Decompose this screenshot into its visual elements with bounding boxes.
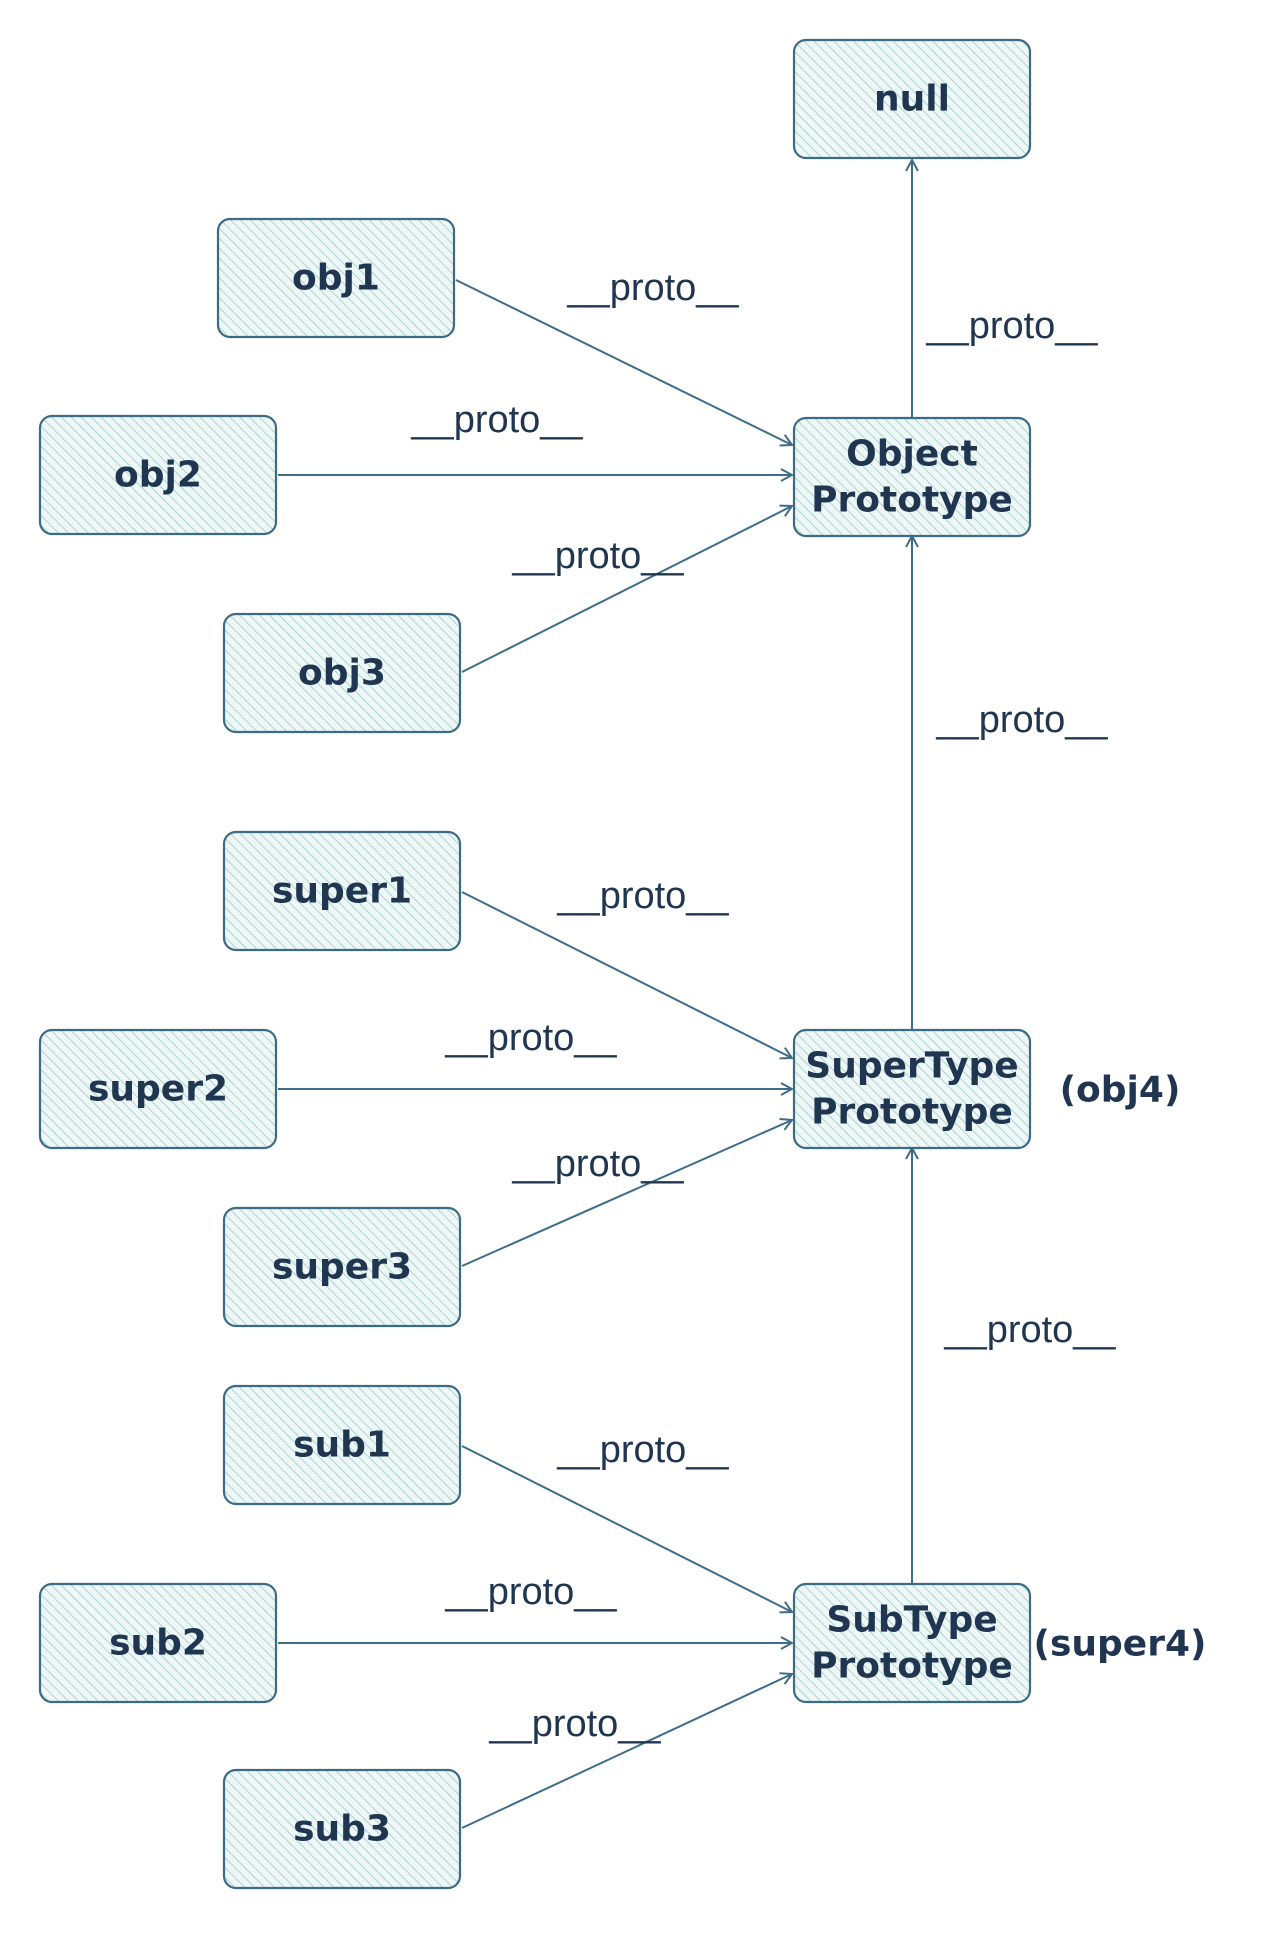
node-box	[222, 1768, 462, 1890]
edge-super2-to-supertype-prototype: __proto__	[278, 1017, 792, 1089]
node-label: super2	[88, 1069, 228, 1110]
edge-label: __proto__	[935, 699, 1108, 741]
node-box	[38, 1028, 278, 1150]
edge-label: __proto__	[511, 535, 684, 577]
node-obj3: obj3	[222, 612, 462, 734]
node-sub2: sub2	[38, 1582, 278, 1704]
edge-arrow	[461, 1120, 792, 1267]
node-label: super3	[272, 1247, 412, 1288]
edge-label: __proto__	[556, 1429, 729, 1471]
edge-arrow	[461, 1674, 792, 1829]
annotation-subtype-prototype: (super4)	[1034, 1624, 1207, 1665]
edge-label: __proto__	[444, 1017, 617, 1059]
edges-layer: __proto__ __proto__ __proto__ __proto__ __pr…	[278, 160, 1116, 1829]
node-label: null	[874, 79, 950, 120]
edge-super1-to-supertype-prototype: __proto__	[461, 875, 792, 1058]
edge-obj2-to-object-prototype: __proto__	[278, 399, 792, 475]
edge-label: __proto__	[444, 1571, 617, 1613]
node-label: Prototype	[811, 1092, 1013, 1133]
node-label: sub3	[293, 1809, 391, 1850]
edge-sub3-to-subtype-prototype: __proto__	[461, 1674, 792, 1829]
node-label: SubType	[826, 1600, 997, 1641]
edge-subtype-prototype-to-supertype-prototype: __proto__	[912, 1148, 1116, 1584]
edge-sub1-to-subtype-prototype: __proto__	[461, 1429, 792, 1612]
annotation-supertype-prototype: (obj4)	[1060, 1070, 1181, 1111]
node-super1: super1	[222, 830, 462, 952]
node-box	[792, 1028, 1032, 1150]
node-null: null	[792, 38, 1032, 160]
edge-supertype-prototype-to-object-prototype: __proto__	[912, 536, 1108, 1030]
node-obj2: obj2	[38, 414, 278, 536]
edge-super3-to-supertype-prototype: __proto__	[461, 1120, 792, 1267]
node-label: obj2	[114, 455, 202, 496]
node-box	[38, 414, 278, 536]
edge-arrow	[455, 279, 792, 445]
node-label: sub1	[293, 1425, 391, 1466]
node-box	[792, 38, 1032, 160]
edge-object-prototype-to-null: __proto__	[912, 160, 1098, 418]
annotations-layer: (obj4) (super4)	[1034, 1070, 1207, 1665]
node-label: SuperType	[805, 1046, 1018, 1087]
node-box	[792, 416, 1032, 538]
nodes-layer: nullObjectPrototypeSuperTypePrototypeSub…	[38, 38, 1032, 1890]
edge-arrow	[461, 506, 792, 673]
node-box	[792, 1582, 1032, 1704]
node-box	[222, 1206, 462, 1328]
edge-label: __proto__	[556, 875, 729, 917]
node-box	[222, 612, 462, 734]
edge-obj3-to-object-prototype: __proto__	[461, 506, 792, 673]
node-label: super1	[272, 871, 412, 912]
edge-label: __proto__	[511, 1143, 684, 1185]
edge-label: __proto__	[925, 305, 1098, 347]
edge-label: __proto__	[566, 267, 739, 309]
edge-sub2-to-subtype-prototype: __proto__	[278, 1571, 792, 1643]
node-box	[216, 217, 456, 339]
node-obj1: obj1	[216, 217, 456, 339]
node-sub3: sub3	[222, 1768, 462, 1890]
edge-label: __proto__	[488, 1703, 661, 1745]
node-box	[222, 1384, 462, 1506]
node-super2: super2	[38, 1028, 278, 1150]
node-label: Object	[846, 434, 978, 475]
edge-label: __proto__	[943, 1309, 1116, 1351]
edge-arrow	[461, 1445, 792, 1612]
node-label: Prototype	[811, 1646, 1013, 1687]
edge-arrow	[461, 891, 792, 1058]
node-sub1: sub1	[222, 1384, 462, 1506]
node-box	[222, 830, 462, 952]
node-label: Prototype	[811, 480, 1013, 521]
node-box	[38, 1582, 278, 1704]
node-super3: super3	[222, 1206, 462, 1328]
edge-label: __proto__	[410, 399, 583, 441]
edge-obj1-to-object-prototype: __proto__	[455, 267, 792, 445]
node-label: obj3	[298, 653, 386, 694]
node-label: sub2	[109, 1623, 207, 1664]
node-label: obj1	[292, 258, 380, 299]
